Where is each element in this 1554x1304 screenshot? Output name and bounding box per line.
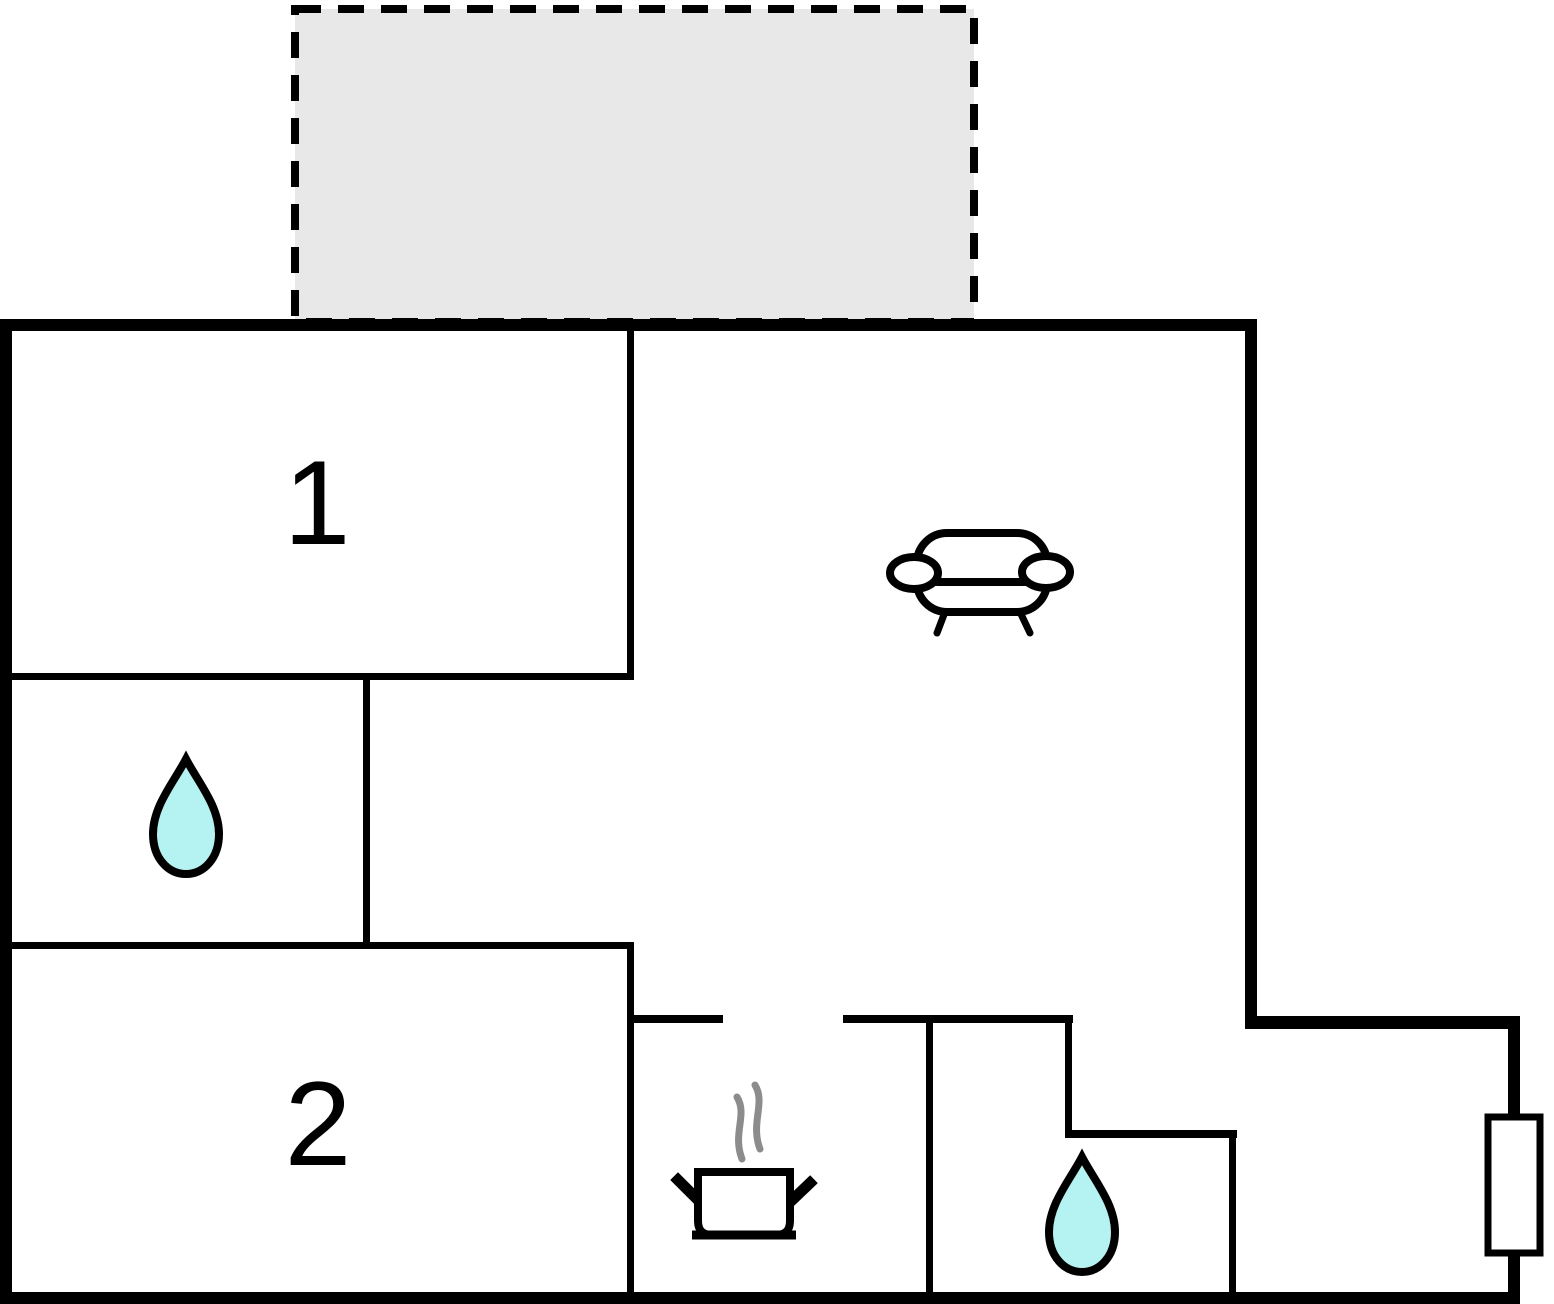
wall-room2-right — [627, 949, 634, 1292]
wall-right-lower-above-door — [1508, 1016, 1520, 1121]
walls — [0, 319, 1520, 1304]
wall-bathroom1-right — [363, 673, 370, 949]
terrace-area — [291, 5, 978, 326]
wall-top — [0, 319, 1257, 331]
steam-icon — [751, 1081, 764, 1153]
wall-kitchen-top-right — [843, 1015, 1073, 1023]
door-icon — [1484, 1113, 1544, 1257]
wall-kitchen-top-left — [634, 1015, 723, 1023]
wall-bottom — [0, 1292, 1520, 1304]
room-label-2: 2 — [284, 1057, 352, 1191]
wall-right-upper — [1245, 319, 1257, 1029]
wall-bathroom2-right — [1229, 1130, 1236, 1292]
wall-bathroom2-step-horizontal — [1065, 1130, 1237, 1138]
sofa-icon — [886, 529, 1074, 637]
wall-room1-bottom — [0, 673, 634, 680]
water-drop-icon — [1044, 1148, 1120, 1277]
water-drop-icon — [148, 750, 224, 879]
room-label-1: 1 — [283, 436, 351, 570]
wall-kitchen-bathroom2-divider — [926, 1023, 933, 1292]
wall-left — [0, 319, 12, 1304]
wall-right-step — [1245, 1016, 1520, 1029]
wall-room1-right — [627, 331, 634, 680]
cooking-pot-icon — [670, 1081, 818, 1240]
wall-right-lower-below-door — [1508, 1250, 1520, 1304]
wall-room2-top — [0, 942, 634, 949]
wall-bathroom2-step-vertical — [1065, 1015, 1072, 1138]
steam-icon — [733, 1093, 746, 1163]
